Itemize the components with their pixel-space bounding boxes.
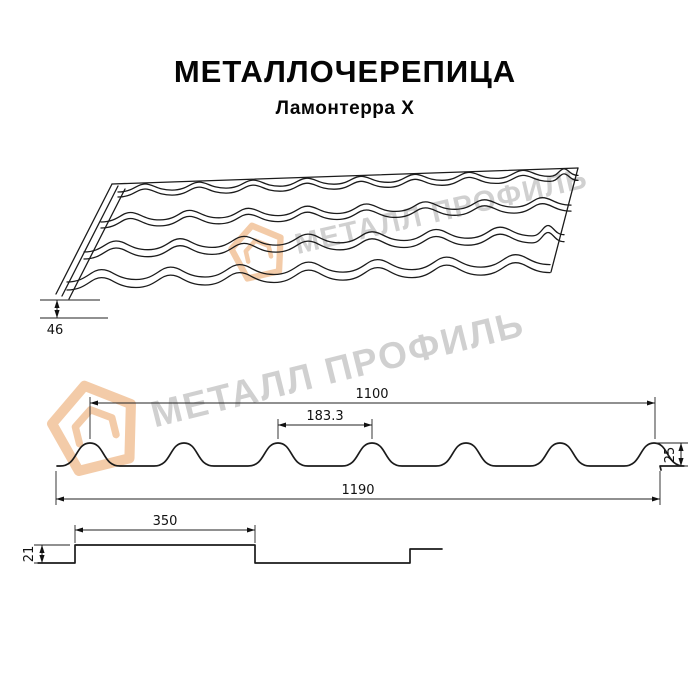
dim-cover-width-label: 1100 xyxy=(355,387,388,402)
roof-tile-row-line xyxy=(83,231,565,260)
extension-line xyxy=(34,544,70,564)
dim-overall-width: 1190 xyxy=(55,471,661,505)
roof-top-edge xyxy=(111,167,579,185)
dim-profile-height-label: 25 xyxy=(663,447,678,464)
roof-tile-row-line xyxy=(66,254,551,283)
dim-edge-step-height-label: 46 xyxy=(47,323,64,338)
roof-tile-row-line xyxy=(100,197,572,223)
roof-perspective-view xyxy=(55,167,579,300)
dim-overall-width-label: 1190 xyxy=(341,483,374,498)
dim-module-length: 350 xyxy=(74,514,256,543)
roof-tile-row-line xyxy=(66,262,551,291)
extension-line xyxy=(40,299,108,319)
extension-line xyxy=(277,419,373,439)
dim-step-height: 21 xyxy=(22,544,70,564)
dim-wave-step-label: 183.3 xyxy=(306,409,343,424)
dim-module-length-label: 350 xyxy=(153,514,178,529)
roof-cut-edge xyxy=(550,167,579,273)
dim-wave-step: 183.3 xyxy=(277,409,373,439)
page-title: МЕТАЛЛОЧЕРЕПИЦА xyxy=(174,54,516,89)
dim-edge-step-height: 46 xyxy=(40,299,108,338)
brand-logo-icon xyxy=(47,380,136,476)
gable-edge-lines xyxy=(55,183,126,300)
module-step-profile: 350 21 xyxy=(22,514,443,564)
dim-profile-height: 25 xyxy=(656,442,688,467)
dim-cover-width: 1100 xyxy=(89,387,656,439)
dim-step-height-label: 21 xyxy=(22,546,37,563)
profile-cross-section xyxy=(56,442,685,471)
roof-tile-rows xyxy=(66,168,579,291)
roof-tile-row-line xyxy=(117,173,579,198)
profile-curve xyxy=(56,442,685,471)
module-step-line xyxy=(37,544,443,564)
brand-watermark-text: МЕТАЛЛ ПРОФИЛЬ xyxy=(292,162,591,261)
roof-tile-row-line xyxy=(83,224,565,253)
product-subtitle: Ламонтерра X xyxy=(276,98,415,119)
roof-tile-row-line xyxy=(100,203,572,229)
